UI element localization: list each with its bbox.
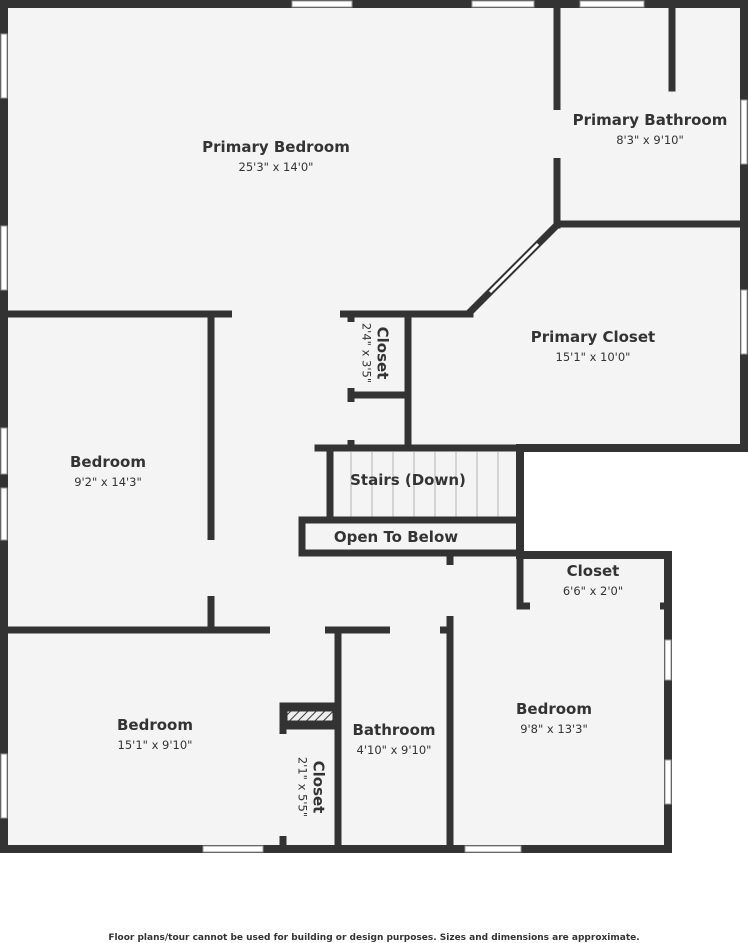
windows <box>0 0 748 853</box>
stairs <box>330 452 518 518</box>
closet-right-dim: 6'6" x 2'0" <box>563 584 623 598</box>
bedroom-left-dim: 9'2" x 14'3" <box>74 475 142 489</box>
primary-bedroom-label: Primary Bedroom <box>202 138 350 156</box>
closet-bottom-label: Closet <box>310 761 328 814</box>
bedroom-bottom-right-dim: 9'8" x 13'3" <box>520 722 588 736</box>
primary-closet-dim: 15'1" x 10'0" <box>556 350 631 364</box>
open-below-label: Open To Below <box>334 528 458 546</box>
primary-closet-label: Primary Closet <box>531 328 655 346</box>
shelf-hatch <box>284 708 336 724</box>
closet-small-label: Closet <box>374 327 392 380</box>
bedroom-bottom-left-label: Bedroom <box>117 716 193 734</box>
disclaimer-text: Floor plans/tour cannot be used for buil… <box>108 933 639 943</box>
closet-small-dim: 2'4" x 3'5" <box>360 323 374 383</box>
bedroom-bottom-right-label: Bedroom <box>516 700 592 718</box>
bedroom-left-label: Bedroom <box>70 453 146 471</box>
bathroom-label: Bathroom <box>352 721 435 739</box>
door-openings <box>207 110 660 836</box>
bathroom-dim: 4'10" x 9'10" <box>357 743 432 757</box>
diagonal-door <box>488 242 540 294</box>
closet-bottom-dim: 2'1" x 5'5" <box>296 757 310 817</box>
primary-bathroom-dim: 8'3" x 9'10" <box>616 133 684 147</box>
bedroom-bottom-left-dim: 15'1" x 9'10" <box>118 738 193 752</box>
primary-bedroom-dim: 25'3" x 14'0" <box>239 160 314 174</box>
stairs-label: Stairs (Down) <box>350 471 466 489</box>
primary-bathroom-label: Primary Bathroom <box>573 111 728 129</box>
closet-right-label: Closet <box>567 562 620 580</box>
